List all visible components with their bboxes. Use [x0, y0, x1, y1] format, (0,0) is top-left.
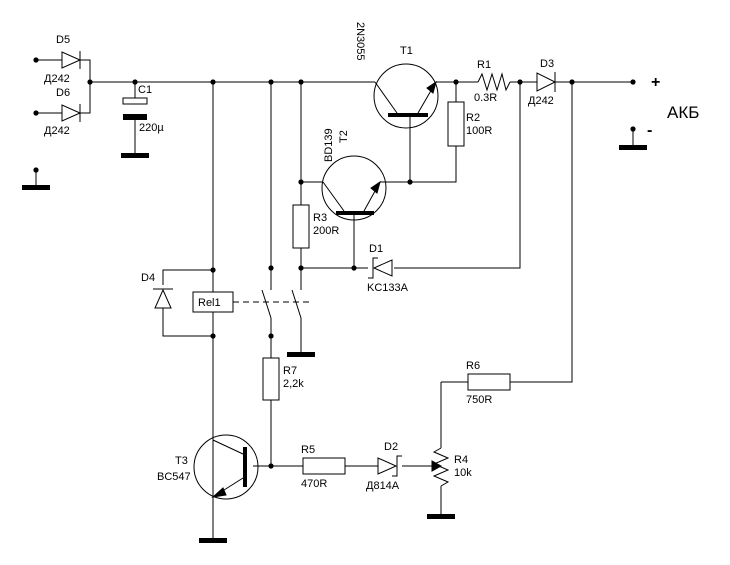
zener-d1: D1 KC133A [367, 243, 409, 294]
junctions [33, 57, 636, 469]
junction-dot [210, 333, 216, 339]
junction-dot [453, 79, 459, 85]
d5-ref: D5 [56, 34, 70, 46]
transistor-t3: T3 BC547 [157, 434, 259, 500]
relay-contact [291, 289, 302, 319]
diode-d3: D3 Д242 [528, 58, 563, 107]
junction-dot [210, 267, 216, 273]
minus-sign: - [647, 122, 652, 139]
d3-value: Д242 [528, 95, 554, 107]
zener-d2: D2 Д814A [366, 441, 402, 492]
junction-dot [268, 265, 274, 271]
diode-d5: D5 Д242 [44, 34, 86, 85]
ground-symbol [22, 185, 50, 190]
junction-dot [210, 79, 216, 85]
battery-terminals: + - АКБ [647, 74, 699, 139]
r7-value: 2,2k [283, 378, 304, 390]
junction-dot [33, 57, 39, 63]
d6-ref: D6 [56, 87, 70, 99]
resistor-r3: R3 200R [292, 204, 339, 249]
ground-symbol [199, 538, 227, 543]
ground-symbol [619, 145, 647, 150]
ground-bars [22, 129, 647, 543]
r6-value: 750R [466, 394, 492, 406]
r4-value: 10k [454, 467, 472, 479]
junction-dot [298, 265, 304, 271]
junction-dot [351, 265, 357, 271]
d2-ref: D2 [384, 441, 398, 453]
r5-value: 470R [301, 478, 327, 490]
d4-ref: D4 [141, 272, 155, 284]
t3-ref: T3 [175, 455, 188, 467]
t3-value: BC547 [157, 471, 191, 483]
t2-ref: T2 [338, 130, 350, 143]
junction-dot [517, 79, 523, 85]
junction-dot [33, 110, 39, 116]
t1-value: 2N3055 [354, 22, 366, 61]
d1-ref: D1 [369, 243, 383, 255]
junction-dot [132, 79, 138, 85]
c1-ref: C1 [138, 84, 152, 96]
r5-ref: R5 [301, 444, 315, 456]
ground-symbol [121, 153, 149, 158]
junction-dot [268, 79, 274, 85]
d6-value: Д242 [44, 125, 70, 137]
capacitor-c1: C1 220µ [122, 84, 164, 134]
r2-ref: R2 [466, 112, 480, 124]
r6-ref: R6 [466, 360, 480, 372]
t2-value: BD139 [323, 128, 335, 162]
diode-d6: D6 Д242 [44, 87, 86, 137]
junction-dot [630, 79, 636, 85]
d5-value: Д242 [44, 73, 70, 85]
resistor-r5: R5 470R [301, 444, 346, 490]
ground-symbol [427, 514, 455, 519]
r1-ref: R1 [477, 59, 491, 71]
c1-value: 220µ [139, 122, 164, 134]
r3-value: 200R [313, 225, 339, 237]
junction-dot [87, 79, 93, 85]
resistor-r7: R7 2,2k [262, 357, 304, 401]
ground-symbol [287, 352, 315, 357]
plus-sign: + [651, 74, 660, 91]
junction-dot [298, 79, 304, 85]
d3-ref: D3 [540, 58, 554, 70]
r7-ref: R7 [283, 365, 297, 377]
rel1-ref: Rel1 [198, 297, 221, 309]
junction-dot [569, 79, 575, 85]
junction-dot [298, 179, 304, 185]
r3-ref: R3 [313, 212, 327, 224]
relay-contact [261, 289, 272, 319]
relay-rel1: Rel1 [192, 289, 312, 319]
resistor-r2: R2 100R [447, 101, 492, 147]
resistor-r6: R6 750R [466, 360, 511, 406]
potentiometer-r4: R4 10k [431, 447, 472, 487]
d1-value: KC133A [367, 282, 409, 294]
r1-value: 0.3R [474, 92, 497, 104]
junction-dot [268, 463, 274, 469]
r2-value: 100R [466, 125, 492, 137]
d2-value: Д814A [366, 480, 400, 492]
resistor-r1: R1 0.3R [474, 59, 511, 104]
wires [36, 59, 633, 538]
transistor-t1: T1 2N3055 [354, 22, 439, 129]
r4-ref: R4 [454, 454, 468, 466]
transistor-t2: T2 BD139 [321, 128, 387, 221]
junction-dot [407, 179, 413, 185]
diode-d4: D4 [141, 272, 173, 309]
battery-label: АКБ [667, 103, 699, 122]
t1-ref: T1 [400, 45, 413, 57]
junction-dot [268, 333, 274, 339]
